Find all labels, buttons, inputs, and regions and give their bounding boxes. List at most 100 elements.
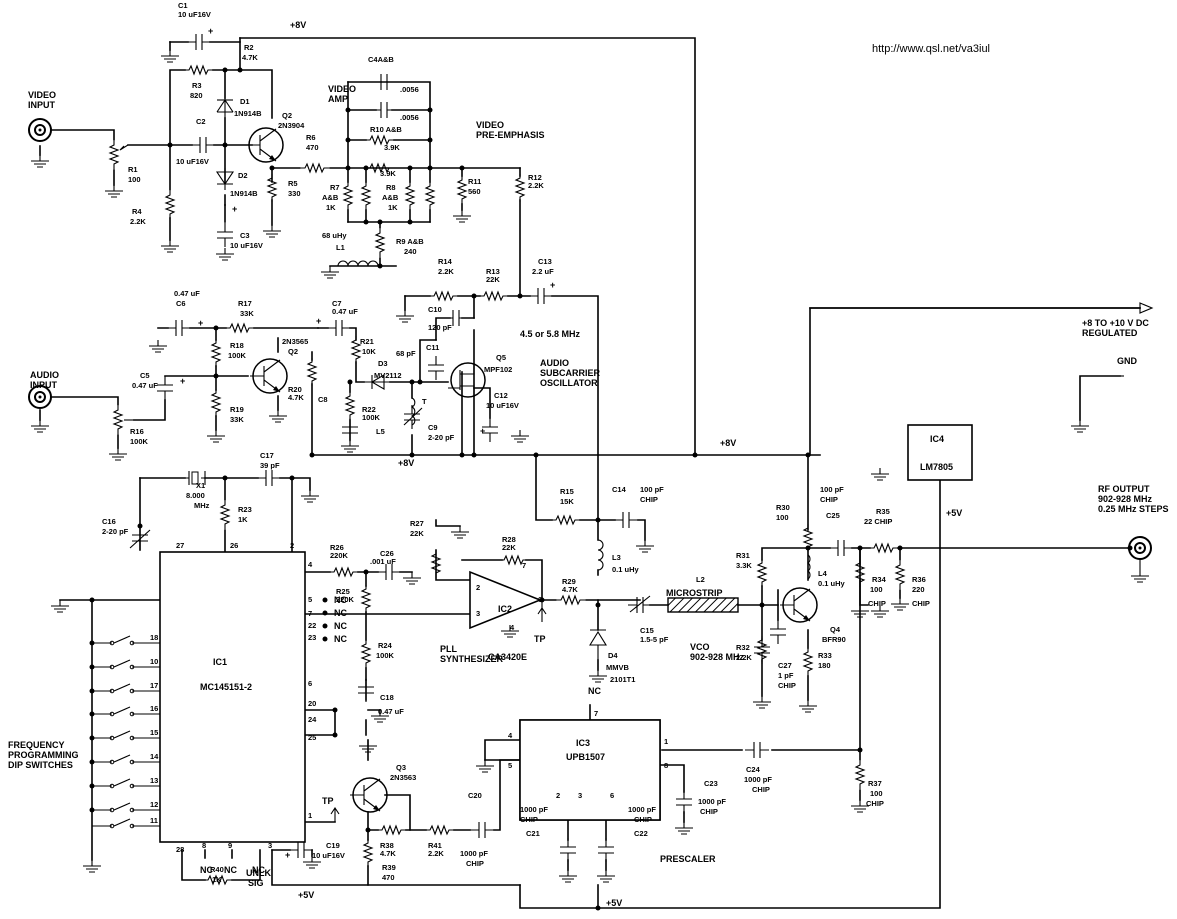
dip-switch-14 <box>92 754 160 765</box>
ic3-pin-p3: 3 <box>578 791 582 800</box>
label-c14-2: CHIP <box>640 495 658 504</box>
ic1-pin-p6: 6 <box>308 679 312 688</box>
polarity-plus-1: + <box>232 204 237 214</box>
ic4-regulator: IC4 LM7805 <box>907 424 973 481</box>
label-c9-1: 2-20 pF <box>428 433 455 442</box>
transistor-q4 <box>779 587 818 623</box>
label-c21-1: CHIP <box>520 815 538 824</box>
tp-arrow-q3 <box>330 807 340 822</box>
ic4-ref: IC4 <box>930 434 944 444</box>
label-r40-0: R40 <box>210 865 224 874</box>
label-r35-1: 22 CHIP <box>864 517 892 526</box>
label-d2-0: D2 <box>238 171 248 180</box>
label-r4-0: R4 <box>132 207 142 216</box>
label-q3-0: Q3 <box>396 763 406 772</box>
label-r36-0: R36 <box>912 575 926 584</box>
polarity-plus-4: + <box>198 318 203 328</box>
audio-input-jack <box>28 385 52 433</box>
rail-8v-osc: +8V <box>398 458 414 468</box>
label-c22-1: CHIP <box>634 815 652 824</box>
ic3-pin-p4: 4 <box>508 731 513 740</box>
tp-arrow-pll <box>537 600 547 622</box>
label-r1-0: R1 <box>128 165 138 174</box>
ic3-pin-p1: 1 <box>664 737 668 746</box>
dip-pin-16: 16 <box>150 704 158 713</box>
label-c22-2: C22 <box>634 829 648 838</box>
supply-terminal-arrow <box>1139 302 1154 314</box>
tp-label-pll: TP <box>534 634 546 644</box>
rail-5v-bot: +5V <box>606 898 622 908</box>
dip-switch-15 <box>92 730 160 741</box>
crystal-x1 <box>185 471 206 485</box>
label-r3-1: 820 <box>190 91 203 100</box>
label-c21-0: 1000 pF <box>520 805 548 814</box>
dip-switch-bank <box>92 635 160 829</box>
nc-label-3: NC <box>334 634 347 644</box>
ic1-pin-p9: 9 <box>228 841 232 850</box>
label-c4-2: .0056 <box>400 113 419 122</box>
dip-pin-10: 10 <box>150 657 158 666</box>
microstrip-label: MICROSTRIP <box>666 588 723 598</box>
ic1-pin-p27: 27 <box>176 541 184 550</box>
label-c13-0: C13 <box>538 257 552 266</box>
rail-8v-top: +8V <box>290 20 306 30</box>
label-r30-0: R30 <box>776 503 790 512</box>
dip-switch-10 <box>92 659 160 670</box>
label-c23-0: C23 <box>704 779 718 788</box>
ic2-pin-p4: 4 <box>510 623 515 632</box>
ic3-pin-p8: 8 <box>664 761 668 770</box>
video-input-jack <box>28 118 52 168</box>
label-c12-1: 10 uF16V <box>486 401 519 410</box>
diode-d3 <box>364 374 390 390</box>
label-l2-0: L2 <box>696 575 705 584</box>
unlk-label: UNLK <box>246 868 271 878</box>
trimmer-t-label: T <box>422 397 427 406</box>
label-r5-1: 330 <box>288 189 301 198</box>
dip-switch-11 <box>92 818 160 829</box>
rail-5v-reg: +5V <box>946 508 962 518</box>
label-c21-2: C21 <box>526 829 540 838</box>
nc-bottom-3: NC <box>588 686 601 696</box>
label-r16-1: 100K <box>130 437 149 446</box>
dip-switch-17 <box>92 683 160 694</box>
inductor-l3 <box>597 539 604 571</box>
dip-pin-12: 12 <box>150 800 158 809</box>
label-r27-1: 22K <box>410 529 424 538</box>
dip-pin-13: 13 <box>150 776 158 785</box>
label-r31-1: 3.3K <box>736 561 752 570</box>
ic1-pin-p23: 23 <box>308 633 316 642</box>
polarity-plus-6: + <box>285 850 290 860</box>
polarity-plus-7: + <box>550 280 555 290</box>
subcarrier-freq-label: 4.5 or 5.8 MHz <box>520 329 581 339</box>
label-r32-0: R32 <box>736 643 750 652</box>
ic2-pin-p3: 3 <box>476 609 480 618</box>
label-d2-1: 1N914B <box>230 189 258 198</box>
ic3-prescaler: IC3 UPB1507 <box>519 719 661 821</box>
ic1-pin-p22: 22 <box>308 621 316 630</box>
label-c2-0: C2 <box>196 117 206 126</box>
label-c6-0: 0.47 uF <box>174 289 200 298</box>
label-c6-1: C6 <box>176 299 186 308</box>
label-r18-0: R18 <box>230 341 244 350</box>
label-r20-0: R20 <box>288 385 302 394</box>
ic3-pin-p6: 6 <box>610 791 614 800</box>
label-c19-1: 10 uF16V <box>312 851 345 860</box>
label-r10-2: 3.9K <box>380 169 396 178</box>
prescaler-label: PRESCALER <box>660 854 716 864</box>
label-r41-0: R41 <box>428 841 442 850</box>
label-r13-1: 22K <box>486 275 500 284</box>
label-x1-0: X1 <box>196 481 205 490</box>
label-c16-0: C16 <box>102 517 116 526</box>
label-c5-1: 0.47 uF <box>132 381 158 390</box>
label-r31-0: R31 <box>736 551 750 560</box>
label-r9-1: 240 <box>404 247 417 256</box>
label-r11-0: R11 <box>468 177 481 186</box>
label-c24-0: C24 <box>746 765 761 774</box>
label-r23-0: R23 <box>238 505 252 514</box>
ic1-pin-p25: 25 <box>308 733 316 742</box>
ic1-pin-p24: 24 <box>308 715 317 724</box>
rail-5v-bot-left: +5V <box>298 890 314 900</box>
